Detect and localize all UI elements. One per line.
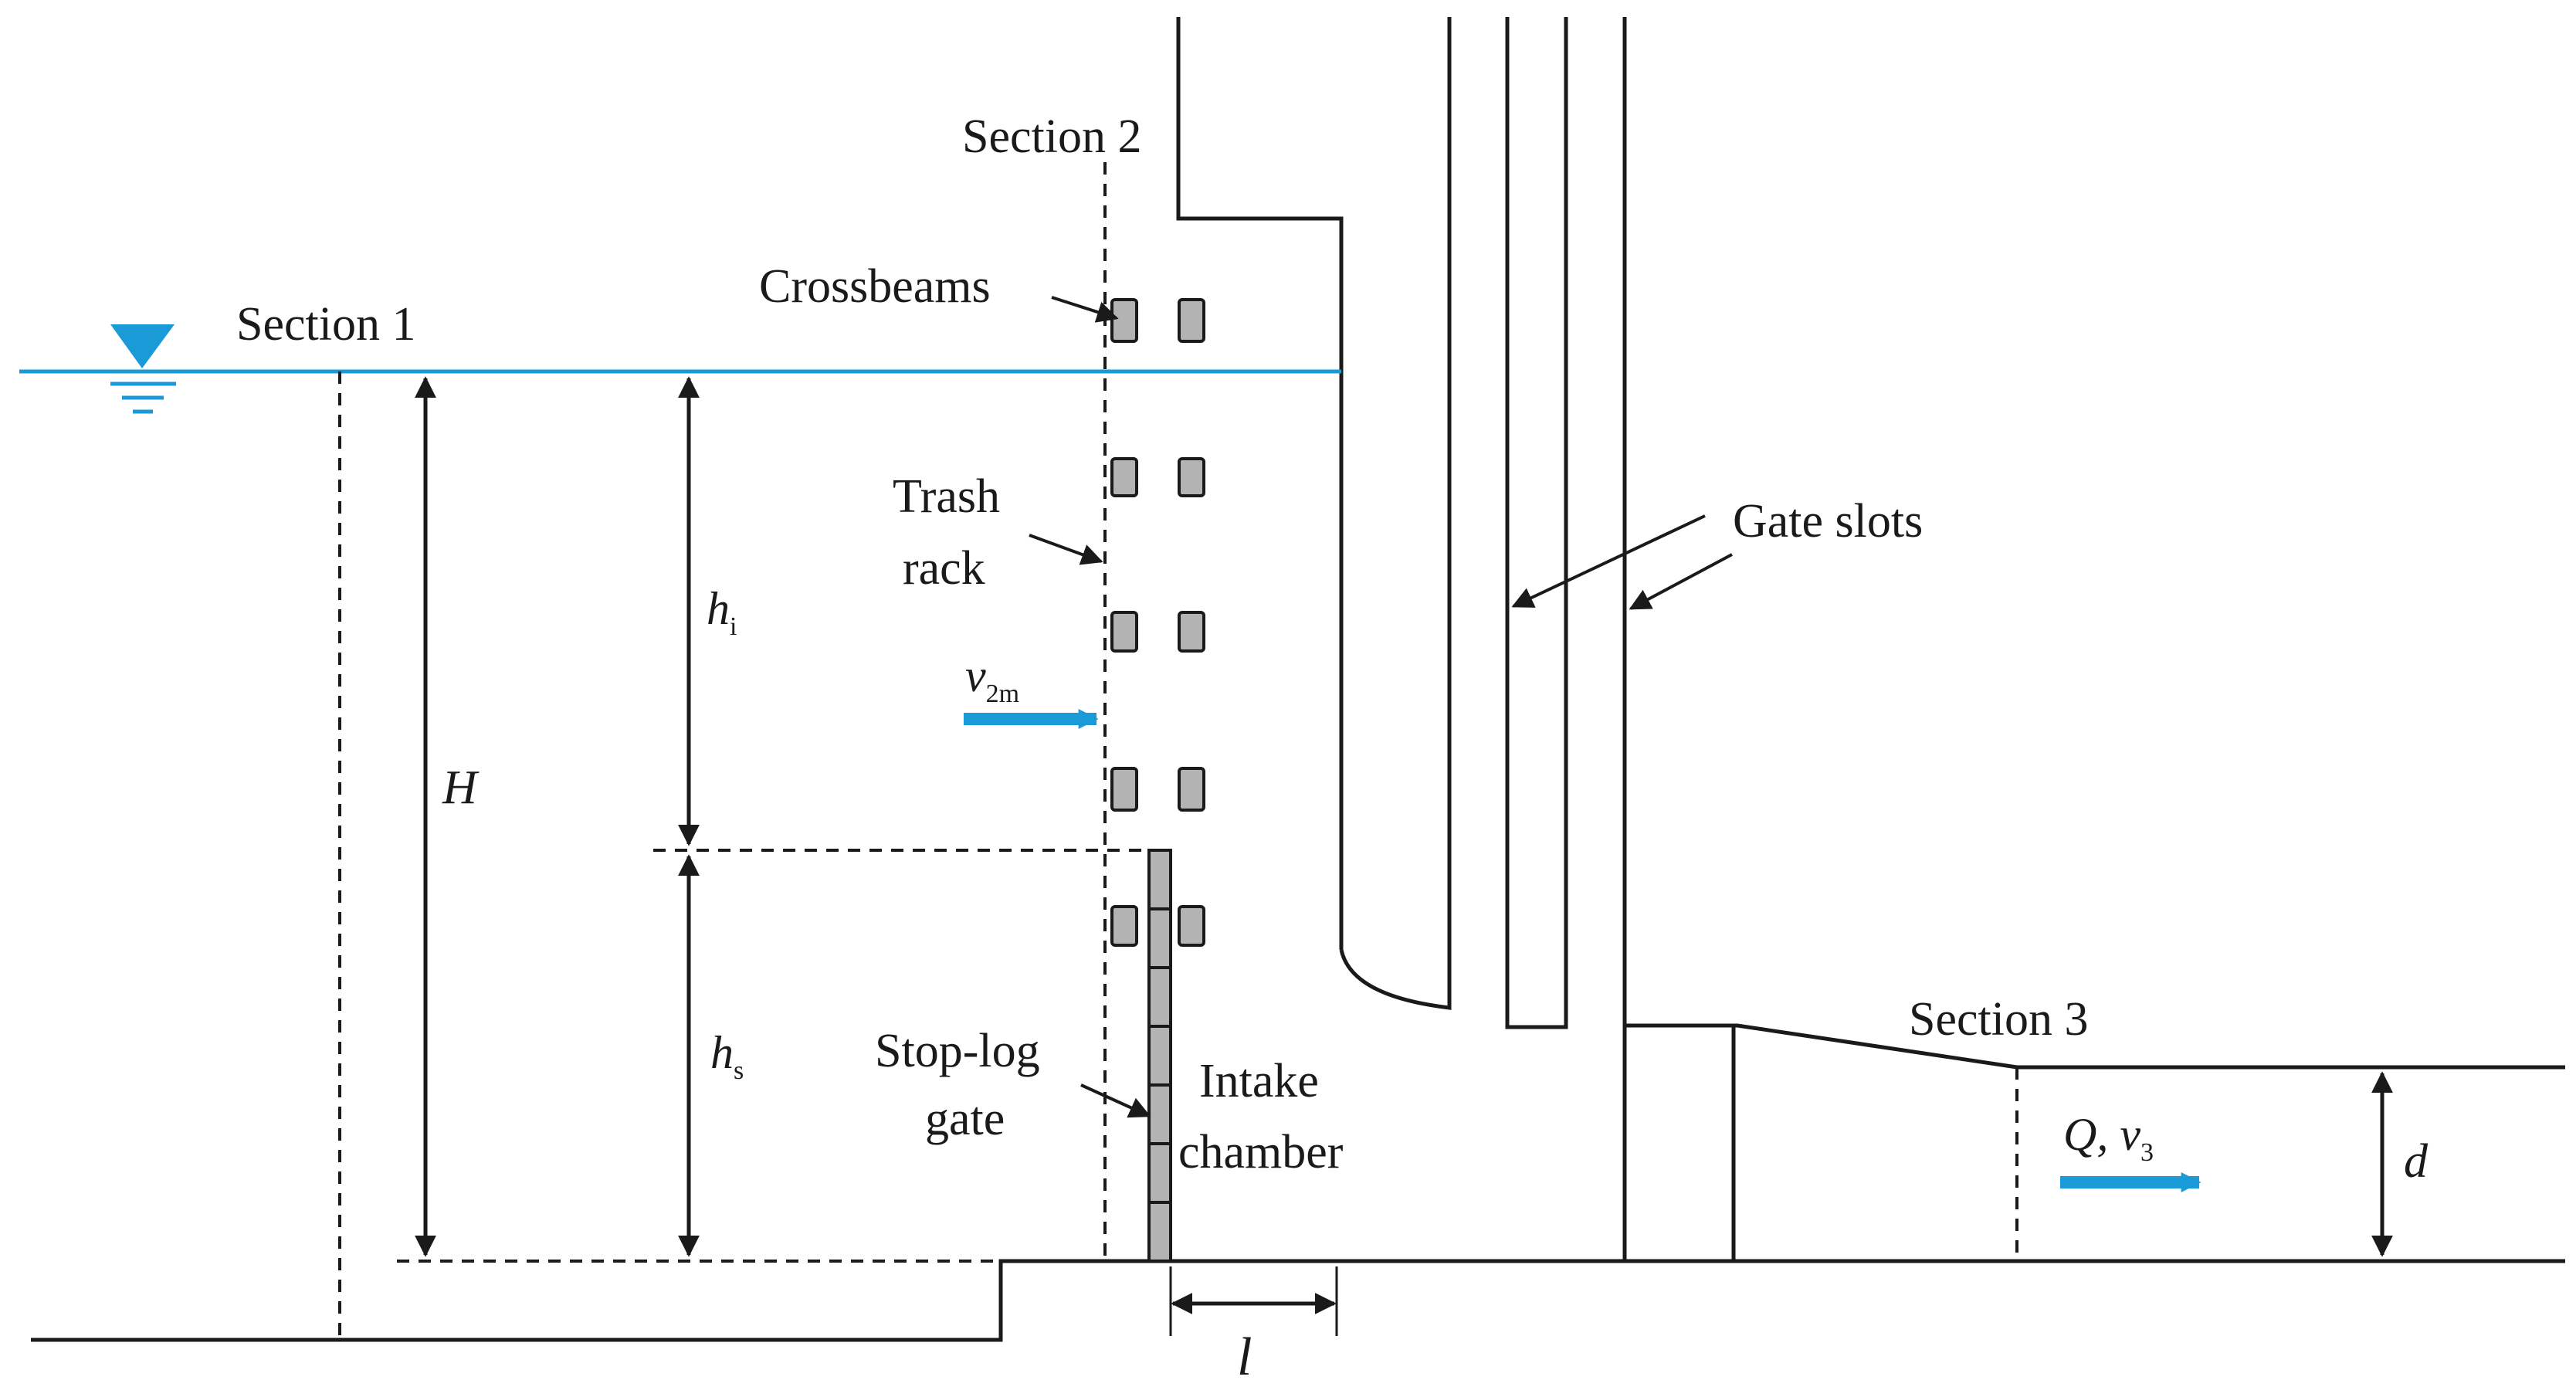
- crossbeam: [1178, 611, 1205, 653]
- stoplog-segment: [1147, 1083, 1172, 1145]
- intake-wall-curve: [1339, 17, 1452, 1010]
- gate-slot-leader-1: [1511, 514, 1706, 608]
- labels: Section 1 Section 2 Section 3 Crossbeams…: [236, 110, 2429, 1380]
- gate-slot-pillar: [1505, 17, 1568, 1029]
- v2m-symbol: v2m: [965, 650, 1019, 708]
- water-surface: [19, 324, 1341, 414]
- crossbeam: [1110, 905, 1138, 947]
- section1-label: Section 1: [236, 298, 415, 351]
- stoplog-segment: [1147, 849, 1172, 910]
- H-symbol: H: [442, 761, 480, 814]
- stoplog-label: Stop-log: [875, 1025, 1040, 1077]
- trash-rack-leader: [1029, 534, 1103, 565]
- section2-label: Section 2: [962, 110, 1141, 163]
- crossbeams-leader: [1051, 296, 1119, 323]
- leaders: [1029, 296, 1733, 1118]
- crossbeams-label: Crossbeams: [759, 260, 991, 313]
- section3-label: Section 3: [1909, 993, 2088, 1046]
- crossbeam: [1178, 905, 1205, 947]
- v2m-symbol-main: v: [965, 650, 986, 701]
- hs-symbol-main: h: [710, 1027, 734, 1078]
- dashed-lines: [338, 162, 2018, 1340]
- crossbeam: [1110, 298, 1138, 343]
- chamber-label: chamber: [1178, 1126, 1344, 1178]
- intake-label: Intake: [1199, 1055, 1319, 1107]
- stoplog-gate: [1147, 849, 1172, 1263]
- hi-symbol-sub: i: [730, 612, 737, 641]
- crossbeam: [1178, 457, 1205, 497]
- stoplog-segment: [1147, 907, 1172, 969]
- l-symbol: l: [1237, 1327, 1252, 1380]
- gate-slot-leader-2: [1629, 553, 1733, 610]
- d-symbol: d: [2404, 1135, 2429, 1188]
- trash-label: Trash: [893, 470, 1000, 523]
- hs-symbol-sub: s: [734, 1056, 744, 1085]
- stoplog-segment: [1147, 966, 1172, 1028]
- stoplog-segment: [1147, 1201, 1172, 1263]
- crossbeam: [1178, 298, 1205, 343]
- flow-arrows: [964, 709, 2201, 1192]
- hi-symbol: hi: [707, 583, 737, 641]
- q-v3-symbol-main: Q, v: [2063, 1109, 2140, 1160]
- crossbeam: [1110, 767, 1138, 812]
- stoplog-segment: [1147, 1025, 1172, 1087]
- dimensions: [415, 376, 2393, 1336]
- q-v3-symbol-sub: 3: [2140, 1138, 2154, 1167]
- crossbeam: [1110, 611, 1138, 653]
- crossbeam: [1178, 767, 1205, 812]
- gate-label: gate: [925, 1093, 1005, 1145]
- upstream-floor: [31, 1259, 2565, 1342]
- intake-wall: [1176, 17, 1344, 950]
- gate-slots-label: Gate slots: [1733, 495, 1923, 548]
- hs-symbol: hs: [710, 1027, 744, 1085]
- stoplog-leader: [1080, 1083, 1151, 1118]
- structure: [31, 17, 2565, 1342]
- water-level-icon: [110, 324, 175, 368]
- v2m-symbol-sub: 2m: [986, 680, 1019, 708]
- stoplog-segment: [1147, 1142, 1172, 1204]
- crossbeams: [1110, 298, 1205, 947]
- q-v3-symbol: Q, v3: [2063, 1109, 2154, 1167]
- crossbeam: [1110, 457, 1138, 497]
- outlet-roof: [1625, 1023, 2565, 1070]
- rack-label: rack: [903, 542, 985, 595]
- hi-symbol-main: h: [707, 583, 730, 634]
